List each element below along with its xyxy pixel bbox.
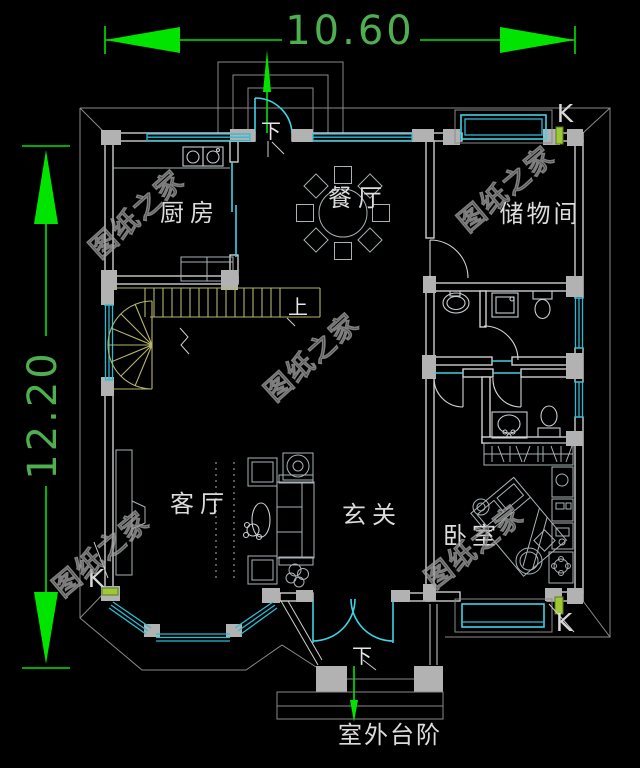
storage-door-swing bbox=[429, 239, 469, 279]
dimension-arrow-up bbox=[34, 150, 58, 224]
entry-door-leaves bbox=[312, 601, 394, 643]
window-mark-bottom-left: K bbox=[88, 564, 105, 593]
room-label-dining: 餐厅 bbox=[328, 184, 388, 212]
window-mark-bottom-right: K bbox=[556, 608, 573, 637]
bathroom-lower bbox=[491, 405, 561, 439]
watermark-bedroom: 图纸之家 bbox=[419, 499, 530, 596]
wash-basin-lower bbox=[491, 411, 528, 439]
bedroom-decor bbox=[472, 498, 490, 516]
kitchen-sink bbox=[182, 146, 224, 167]
entry-door-swings bbox=[312, 598, 394, 642]
foyer: 玄关 bbox=[312, 501, 402, 643]
kitchen-sliding-door bbox=[231, 162, 237, 257]
bedroom: 卧室 bbox=[443, 442, 574, 584]
spiral-staircase: 上 bbox=[107, 287, 321, 390]
living-room: 客厅 bbox=[115, 449, 315, 588]
wardrobe bbox=[483, 442, 574, 466]
porch-top-steps: 下 bbox=[217, 50, 344, 157]
kitchen-cabinet bbox=[180, 256, 234, 282]
porch-bottom: 下 室外台阶 bbox=[276, 644, 444, 749]
entry-door-down-label: 下 bbox=[352, 644, 372, 668]
dimension-left: 12.20 bbox=[20, 145, 70, 669]
room-label-living: 客厅 bbox=[170, 490, 230, 518]
room-label-bedroom: 卧室 bbox=[443, 522, 501, 550]
dimension-arrow-left bbox=[105, 27, 180, 53]
dimension-height-text: 12.20 bbox=[20, 350, 66, 480]
toilet-upper bbox=[532, 290, 553, 320]
dimension-width-text: 10.60 bbox=[285, 8, 415, 54]
windows bbox=[104, 109, 584, 642]
bedroom-bay-window bbox=[454, 598, 553, 633]
wash-basin-upper bbox=[442, 290, 470, 314]
back-door-down-label: 下 bbox=[261, 119, 281, 143]
bathroom-upper bbox=[442, 290, 553, 320]
k-window-marks: K K K bbox=[88, 99, 575, 637]
stairs-up-label: 上 bbox=[288, 295, 308, 319]
storage-room: 储物间 bbox=[500, 200, 581, 228]
back-door-swing bbox=[254, 97, 293, 134]
door-thresholds bbox=[434, 360, 521, 374]
window-mark-top-right: K bbox=[557, 99, 574, 128]
bedroom-rug bbox=[515, 547, 543, 575]
dimension-arrow-down bbox=[34, 592, 58, 664]
floor-plant bbox=[285, 563, 309, 588]
room-label-storage: 储物间 bbox=[500, 200, 581, 228]
cushion bbox=[533, 529, 556, 552]
outdoor-steps-label: 室外台阶 bbox=[338, 721, 442, 749]
coffee-table bbox=[242, 502, 271, 541]
bedroom-door-swing bbox=[433, 377, 464, 408]
rug-edge bbox=[215, 462, 235, 578]
washing-machine bbox=[491, 292, 519, 318]
sofa-set bbox=[247, 457, 315, 585]
double-bed bbox=[470, 476, 568, 577]
kitchen: 厨房 bbox=[113, 146, 234, 282]
roof-eaves-outline bbox=[79, 107, 611, 671]
wall-columns bbox=[101, 129, 583, 692]
watermark-center: 图纸之家 bbox=[258, 307, 366, 408]
dining-table-set: 餐厅 bbox=[296, 166, 390, 260]
window-marker-bottom-left bbox=[101, 587, 119, 596]
bath2-door-swing bbox=[492, 377, 522, 408]
room-label-kitchen: 厨房 bbox=[160, 199, 220, 227]
interior-doors bbox=[429, 239, 522, 408]
window-marker-bottom-right bbox=[554, 596, 564, 615]
entry-direction-arrow-bottom bbox=[350, 700, 358, 722]
entry-direction-arrow-top bbox=[263, 50, 271, 92]
toilet-lower bbox=[537, 405, 561, 438]
corner-table-plant bbox=[282, 452, 314, 481]
window-marker-top-right bbox=[555, 126, 564, 145]
dimension-top: 10.60 bbox=[104, 8, 576, 54]
dimension-arrow-right bbox=[500, 27, 575, 53]
tv-cabinet bbox=[115, 449, 146, 576]
nightstand-dresser-row bbox=[548, 466, 574, 584]
room-label-foyer: 玄关 bbox=[342, 501, 402, 529]
tv-set bbox=[131, 500, 146, 530]
bath1-door-swing bbox=[483, 325, 519, 361]
storage-bay-window bbox=[454, 109, 553, 144]
living-bay-window bbox=[108, 601, 278, 642]
